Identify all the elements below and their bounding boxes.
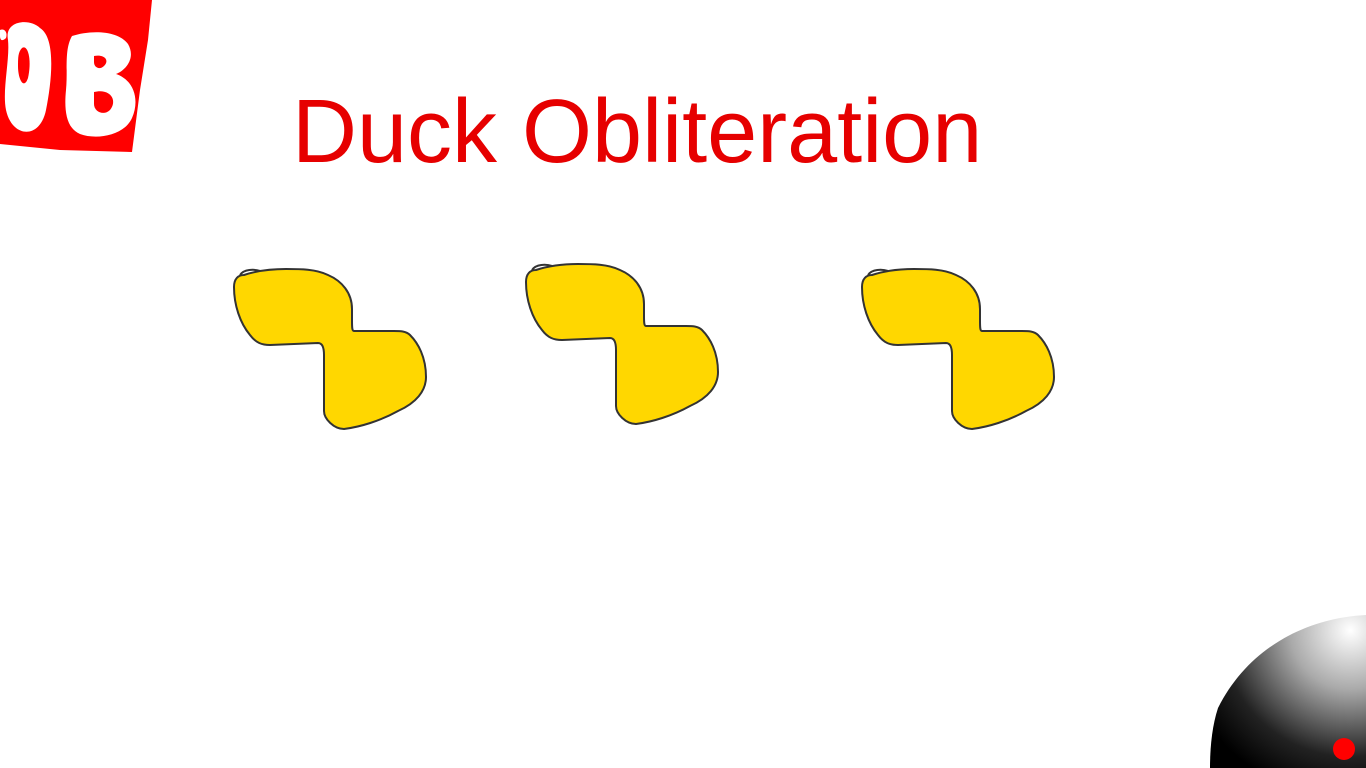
duck-icon[interactable]: [230, 265, 430, 435]
duck-icon[interactable]: [858, 265, 1058, 435]
game-title-text: Duck Obliteration: [292, 82, 983, 182]
game-logo-icon: [0, 0, 152, 152]
bomb-icon[interactable]: [1206, 608, 1366, 768]
duck-icon[interactable]: [522, 260, 722, 430]
